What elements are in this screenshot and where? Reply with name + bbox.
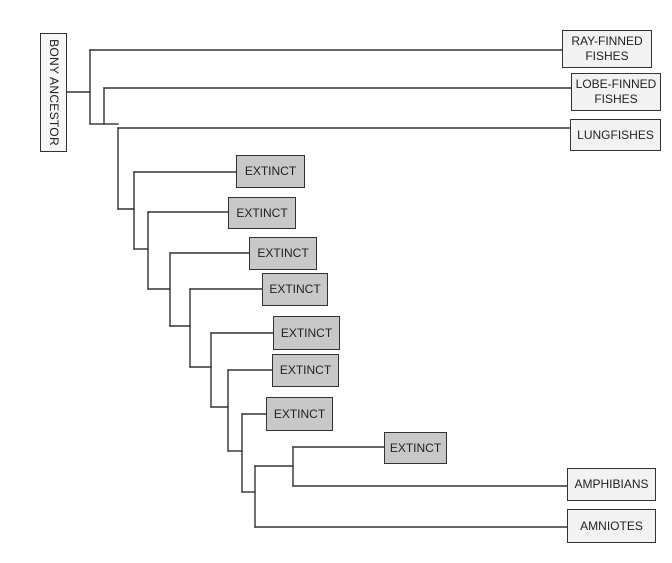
taxon-extinct-3: EXTINCT <box>249 237 317 270</box>
taxon-ray-finned-fishes: RAY-FINNED FISHES <box>562 30 652 68</box>
root-label: BONY ANCESTOR <box>47 39 62 146</box>
taxon-lungfishes: LUNGFISHES <box>570 119 661 151</box>
taxon-extinct-7: EXTINCT <box>266 397 333 431</box>
taxon-lobe-finned-fishes: LOBE-FINNED FISHES <box>571 73 661 111</box>
root-node-bony-ancestor: BONY ANCESTOR <box>40 33 67 152</box>
taxon-extinct-4: EXTINCT <box>262 273 328 306</box>
taxon-amniotes: AMNIOTES <box>567 509 656 543</box>
taxon-extinct-1: EXTINCT <box>236 155 305 188</box>
taxon-extinct-2: EXTINCT <box>228 197 296 229</box>
taxon-extinct-5: EXTINCT <box>273 316 340 350</box>
taxon-extinct-6: EXTINCT <box>272 354 339 387</box>
taxon-extinct-8: EXTINCT <box>384 432 447 464</box>
taxon-amphibians: AMPHIBIANS <box>567 468 656 501</box>
